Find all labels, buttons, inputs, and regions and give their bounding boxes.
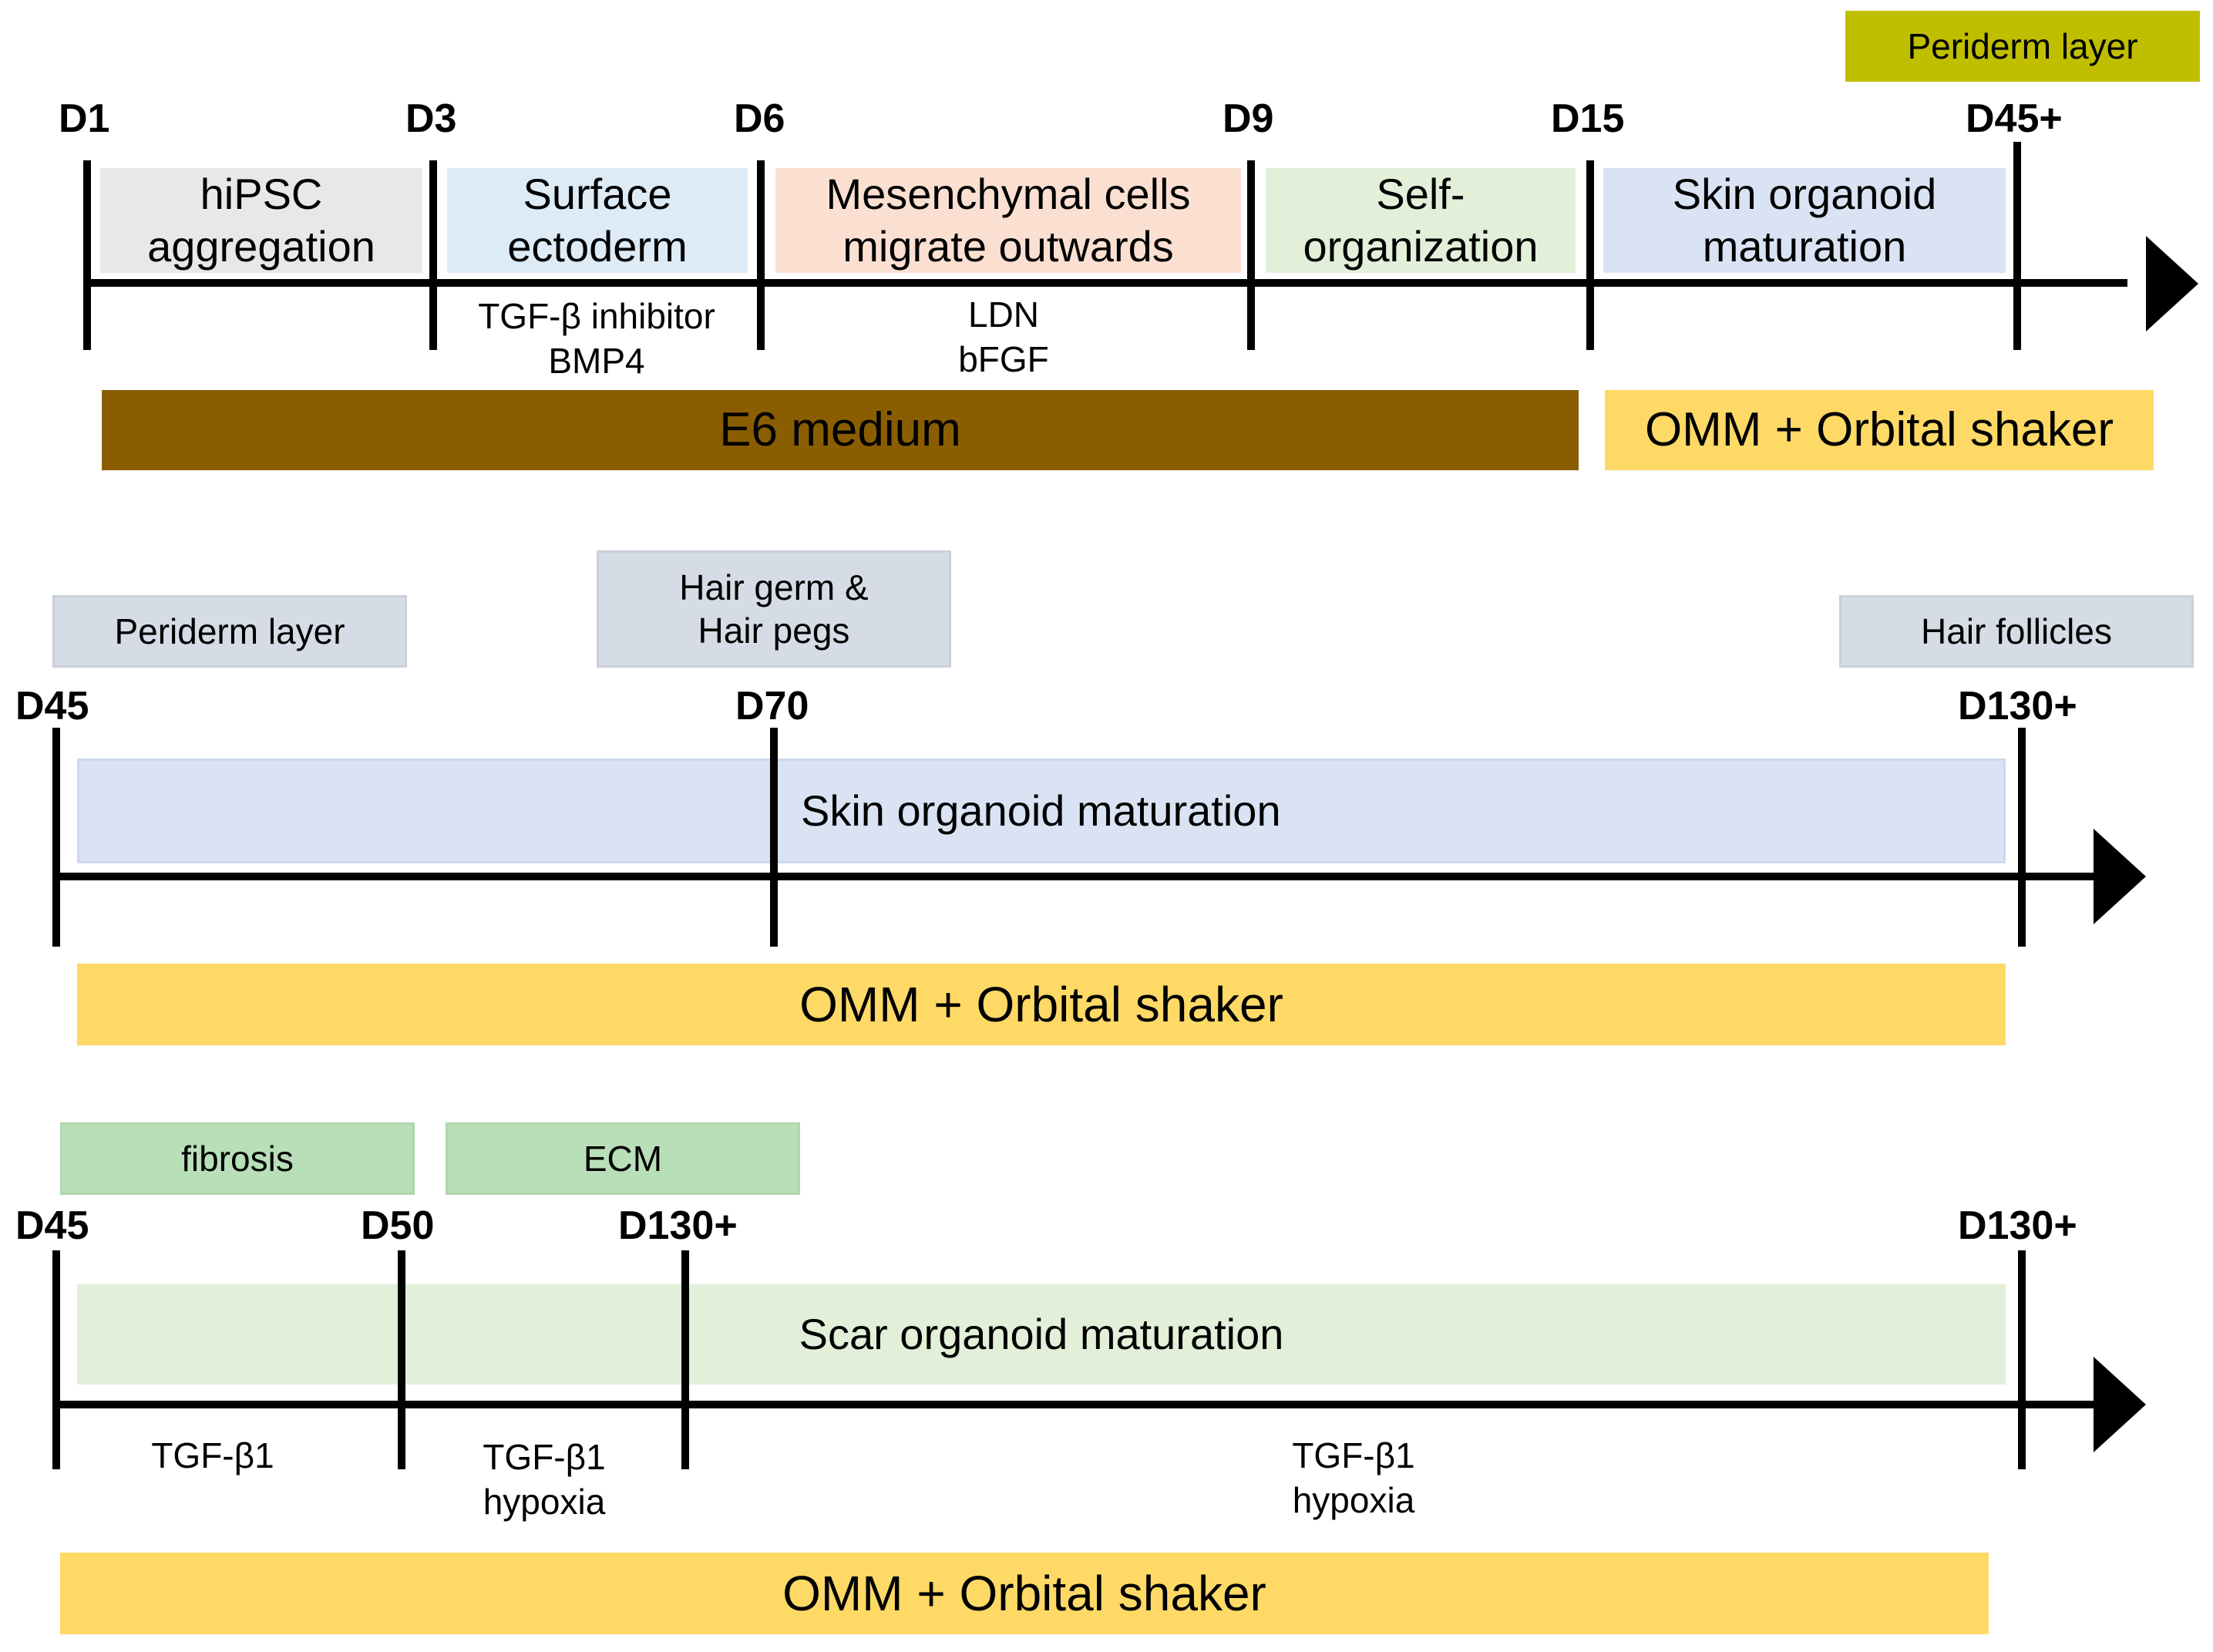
day-label-d15: D15 [1551, 96, 1625, 141]
tick-d9 [1247, 160, 1255, 350]
medium-e6: E6 medium [102, 390, 1579, 470]
event-fibrosis: fibrosis [60, 1122, 415, 1195]
tick-d45 [52, 728, 60, 947]
day-label-d1: D1 [59, 96, 110, 141]
factor-ldn-bfgf: LDN bFGF [958, 294, 1049, 379]
day-label-d130plus: D130+ [1958, 684, 2077, 728]
tick-d3 [429, 160, 437, 350]
stage-surface-ectoderm: Surface ectoderm [447, 168, 748, 273]
day-label-d130plus-end: D130+ [1958, 1203, 2077, 1248]
day-label-d130plus-mid: D130+ [618, 1203, 738, 1248]
day-label-d50: D50 [361, 1203, 435, 1248]
factor-tgfb1: TGF-β1 [151, 1435, 274, 1475]
stage-self-organization: Self- organization [1266, 168, 1576, 273]
day-label-d45-r3: D45 [15, 1203, 89, 1248]
event-periderm-layer-2: Periderm layer [52, 595, 407, 668]
medium-omm-shaker-1: OMM + Orbital shaker [1605, 390, 2154, 470]
tick-d130plus [2018, 728, 2026, 947]
stage-scar-organoid-maturation: Scar organoid maturation [77, 1284, 2006, 1385]
stage-skin-organoid-maturation-long: Skin organoid maturation [77, 759, 2006, 863]
event-label: Periderm layer [1907, 25, 2138, 66]
tick-d15 [1586, 160, 1594, 350]
tick-d130plus-mid [681, 1250, 689, 1469]
day-label-d3: D3 [405, 96, 457, 141]
event-hair-germ-pegs: Hair germ & Hair pegs [597, 550, 951, 668]
tick-d6 [757, 160, 765, 350]
timeline-arrowhead-3 [2094, 1357, 2146, 1452]
day-label-d6: D6 [734, 96, 785, 141]
stage-mesenchymal-migration: Mesenchymal cells migrate outwards [775, 168, 1241, 273]
event-hair-follicles: Hair follicles [1839, 595, 2194, 668]
day-label-d9: D9 [1223, 96, 1274, 141]
day-label-d45plus: D45+ [1966, 96, 2063, 141]
medium-omm-shaker-3: OMM + Orbital shaker [60, 1553, 1989, 1634]
timeline-axis-2 [52, 873, 2100, 880]
day-label-d70: D70 [735, 684, 809, 728]
timeline-arrowhead-1 [2146, 236, 2198, 331]
tick-d45plus [2013, 142, 2021, 350]
tick-d1 [83, 160, 91, 350]
factor-tgfb1-hypoxia-2: TGF-β1 hypoxia [1292, 1435, 1415, 1520]
tick-d130plus-end [2018, 1250, 2026, 1469]
stage-hipsc-aggregation: hiPSC aggregation [100, 168, 422, 273]
tick-d50 [398, 1250, 405, 1469]
factor-tgfb-inhibitor-bmp4: TGF-β inhibitor BMP4 [478, 296, 715, 381]
timeline-arrowhead-2 [2094, 829, 2146, 924]
day-label-d45: D45 [15, 684, 89, 728]
event-periderm-layer: Periderm layer [1845, 11, 2200, 82]
medium-omm-shaker-2: OMM + Orbital shaker [77, 964, 2006, 1045]
factor-tgfb1-hypoxia-1: TGF-β1 hypoxia [483, 1437, 606, 1522]
tick-d70 [770, 728, 778, 947]
event-ecm: ECM [446, 1122, 800, 1195]
timeline-axis-1 [83, 279, 2127, 287]
stage-skin-organoid-maturation: Skin organoid maturation [1603, 168, 2006, 273]
timeline-axis-3 [52, 1401, 2100, 1408]
tick-d45-r3 [52, 1250, 60, 1469]
